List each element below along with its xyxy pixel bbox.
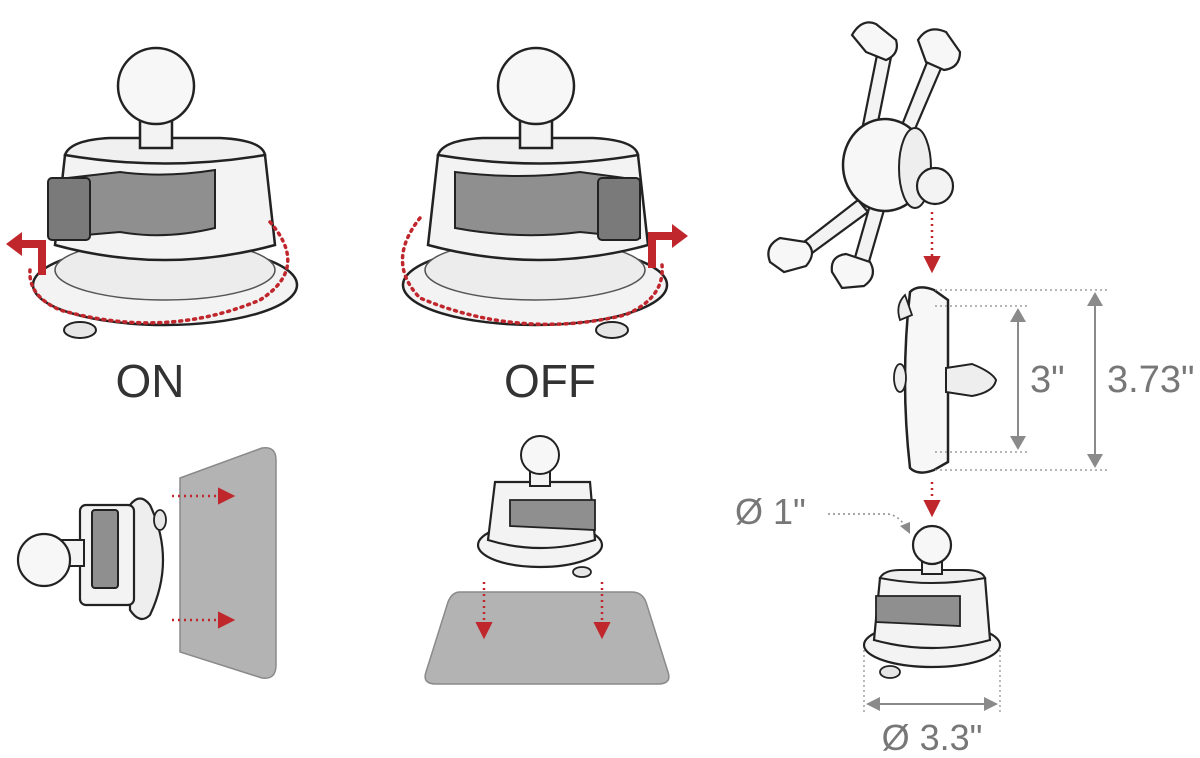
- turn-arrow-icon: [648, 232, 674, 268]
- arm-socket-top: [897, 293, 914, 322]
- dim-inner-label: 3": [1030, 359, 1065, 401]
- base-lever: [875, 595, 961, 627]
- finger-cap-2: [916, 28, 962, 72]
- top-mount-horizontal-surface: [424, 435, 670, 685]
- dimension-lines: [935, 289, 1110, 471]
- ball-diameter-label: Ø 1": [735, 491, 806, 532]
- finger-cap-1: [850, 21, 898, 62]
- dim-outer-arrow-top: [1087, 292, 1103, 306]
- ball-diameter-leader-head: [900, 522, 910, 534]
- cup-top-plate: [436, 136, 640, 165]
- release-tab: [595, 321, 629, 339]
- finger-cap-3: [767, 236, 814, 274]
- arm-knob: [945, 362, 998, 398]
- holder-ball: [915, 166, 955, 206]
- arm-body: [903, 286, 950, 474]
- dim-outer-arrow-bottom: [1087, 454, 1103, 468]
- lever-cap: [597, 177, 641, 241]
- ball-diameter-leader: [828, 513, 907, 529]
- cup-top-plate: [63, 136, 267, 165]
- suction-cup-on: [6, 46, 299, 339]
- side-cup-tab: [153, 509, 167, 531]
- label-on: ON: [116, 355, 185, 407]
- finger-cap-4: [830, 252, 875, 290]
- base-tab: [879, 665, 901, 679]
- turn-arrow-head: [672, 224, 688, 248]
- ball: [116, 46, 196, 126]
- side-cup-base: [128, 497, 164, 621]
- horizontal-surface: [424, 591, 670, 685]
- base-dim-arrow-right: [984, 697, 998, 711]
- release-tab: [63, 321, 97, 339]
- side-cup-lever: [91, 509, 119, 589]
- label-off: OFF: [504, 355, 596, 407]
- rotation-arc-on: [28, 220, 290, 325]
- base-ball: [911, 524, 953, 566]
- lever: [49, 168, 216, 240]
- base-diameter-label: Ø 3.3": [882, 717, 983, 758]
- ball: [496, 46, 576, 126]
- turn-arrow-head: [6, 232, 22, 256]
- suction-cup-off: [400, 46, 688, 339]
- rotation-arc-off: [400, 216, 664, 327]
- small-cup-lever: [509, 499, 596, 531]
- double-socket-arm: [893, 286, 998, 518]
- small-ball: [520, 435, 560, 475]
- side-ball: [16, 532, 72, 588]
- dim-outer-label: 3.73": [1107, 359, 1194, 401]
- small-cup-tab: [572, 566, 592, 578]
- dim-inner-arrow-bottom: [1010, 436, 1026, 450]
- lever-cap: [47, 177, 91, 241]
- arm-left-cap: [893, 363, 907, 393]
- suction-base-with-ball: [828, 513, 1002, 712]
- dim-inner-arrow-top: [1010, 308, 1026, 322]
- base-dim-arrow-left: [866, 697, 880, 711]
- turn-arrow-icon: [20, 240, 46, 275]
- base-top-plate: [878, 569, 987, 584]
- vertical-surface: [179, 447, 277, 679]
- x-grip-holder: [767, 21, 962, 290]
- side-mount-vertical-surface: [16, 447, 277, 679]
